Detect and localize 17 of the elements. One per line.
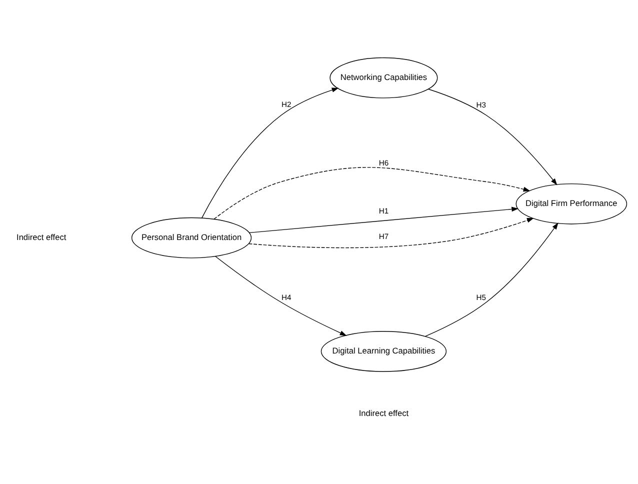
edge-label: H1: [378, 206, 389, 216]
arrow: [201, 88, 339, 218]
edge-label: H3: [476, 100, 486, 110]
edge-label: H6: [378, 158, 389, 168]
arrow: [214, 167, 530, 220]
label: Indirect effect: [358, 408, 409, 418]
edge-label: H7: [378, 232, 389, 242]
edge-label: H2: [281, 100, 292, 109]
label: Indirect effect: [16, 232, 66, 242]
edge-label: H5: [476, 293, 486, 302]
node-ellipse: Personal Brand Orientation: [131, 217, 252, 258]
arrow: [249, 206, 519, 234]
arrow: [428, 88, 558, 186]
arrow: [424, 222, 558, 337]
arrow: [215, 256, 347, 336]
arrow: [248, 218, 534, 248]
edge-label: H4: [281, 293, 292, 302]
